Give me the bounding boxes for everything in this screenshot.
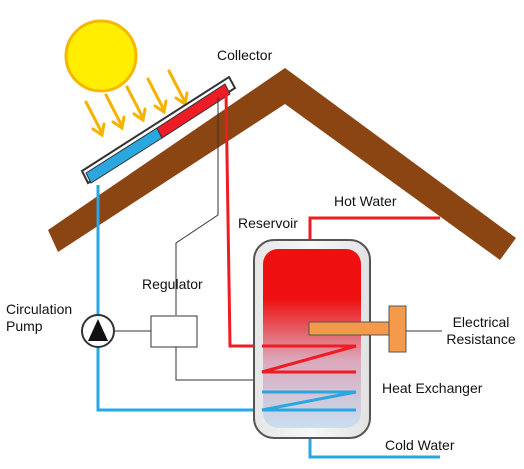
electrical-resistance-label-line2: Resistance xyxy=(446,331,516,347)
cold-water-label: Cold Water xyxy=(385,437,455,453)
hot-water-label: Hot Water xyxy=(334,193,397,209)
sensor-wire-tank xyxy=(175,347,265,381)
electrical-resistance-label: Electrical Resistance xyxy=(441,314,521,348)
electrical-resistance-heater xyxy=(308,305,442,353)
collector-label: Collector xyxy=(217,47,273,63)
sun-icon xyxy=(64,19,138,93)
solar-collector xyxy=(80,75,237,185)
circulation-pump-label-line1: Circulation xyxy=(6,301,73,317)
heat-exchanger-label: Heat Exchanger xyxy=(382,380,483,396)
sensor-wire-collector xyxy=(175,97,219,315)
heat-exchanger-coil-hot xyxy=(261,344,357,374)
reservoir-label: Reservoir xyxy=(238,215,298,231)
cold-water-inlet-pipe xyxy=(308,437,440,459)
heat-exchanger-coil-cold xyxy=(261,390,357,412)
regulator-label: Regulator xyxy=(142,276,203,292)
hot-water-outlet-pipe xyxy=(308,216,440,242)
electrical-resistance-label-line1: Electrical xyxy=(452,314,510,330)
circulation-pump-label: Circulation Pump xyxy=(6,301,72,335)
regulator-box xyxy=(150,315,198,348)
sun-rays xyxy=(84,69,189,138)
circulation-pipe-cold xyxy=(96,185,265,412)
hot-pipe xyxy=(224,91,262,348)
pump-icon xyxy=(81,314,115,348)
reservoir-tank-water xyxy=(263,249,361,428)
circulation-pump-label-line2: Pump xyxy=(6,318,43,334)
